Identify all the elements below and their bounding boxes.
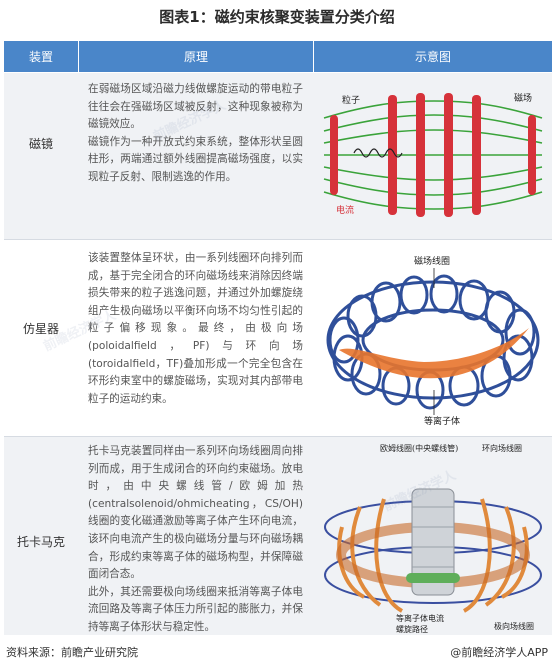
device-name: 仿星器	[22, 322, 59, 336]
table-row-magnetic-mirror: 磁镜 在弱磁场区域沿磁力线做螺旋运动的带电粒子往往会在强磁场区域被反射，这种现象…	[4, 73, 552, 239]
stellarator-coils	[326, 274, 540, 410]
header-diagram: 示意图	[314, 41, 552, 72]
brand-note: @前瞻经济学人APP	[450, 646, 548, 659]
tokamak-diagram: 欧姆线圈(中央螺线管) 环向场线圈 等离子体电流 螺旋路径 极向场线圈	[314, 437, 552, 635]
field-lines	[323, 100, 543, 210]
label-particle: 粒子	[342, 94, 360, 106]
label-plasma-current: 等离子体电流	[396, 613, 444, 623]
label-tf: 环向场线圈	[482, 443, 522, 453]
header-device: 装置	[4, 41, 78, 72]
label-pf: 极向场线圈	[494, 621, 534, 631]
device-name: 磁镜	[28, 137, 53, 151]
mirror-diagram: 粒子 磁场 电流	[314, 73, 552, 239]
table-row-tokamak: 托卡马克 托卡马克装置同样由一系列环向场线圈周向排列而成，用于生成闭合的环向约束…	[4, 437, 552, 635]
plasma-band	[339, 328, 529, 379]
central-solenoid	[411, 488, 455, 596]
header-principle: 原理	[79, 41, 313, 72]
label-coils: 磁场线圈	[414, 255, 450, 267]
label-path: 螺旋路径	[396, 624, 428, 634]
device-description: 托卡马克装置同样由一系列环向场线圈周向排列而成，用于生成闭合的环向约束磁场。放电…	[88, 445, 303, 633]
label-plasma: 等离子体	[424, 415, 460, 427]
label-cs: 欧姆线圈(中央螺线管)	[380, 443, 458, 453]
device-table: 装置 原理 示意图 磁镜 在弱磁场区域沿磁力线做螺旋运动的带电粒子往往会在强磁场…	[4, 41, 552, 635]
label-current: 电流	[336, 204, 354, 216]
plasma-current-band	[406, 573, 460, 583]
stellarator-diagram: 磁场线圈 等离子体	[314, 240, 552, 436]
device-description: 在弱磁场区域沿磁力线做螺旋运动的带电粒子往往会在强磁场区域被反射，这种现象被称为…	[88, 83, 303, 183]
source-note: 资料来源：前瞻产业研究院	[6, 646, 138, 659]
device-description: 该装置整体呈环状，由一系列线圈环向排列而成，基于完全闭合的环向磁场线来消除因终端…	[88, 252, 303, 405]
page-title: 图表1：磁约束核聚变装置分类介绍	[159, 8, 395, 26]
end-coils	[330, 115, 536, 195]
particle-path	[353, 148, 403, 158]
device-name: 托卡马克	[16, 535, 65, 549]
center-coils	[388, 93, 481, 217]
row-divider	[4, 436, 552, 437]
table-row-stellarator: 仿星器 该装置整体呈环状，由一系列线圈环向排列而成，基于完全闭合的环向磁场线来消…	[4, 240, 552, 436]
label-field: 磁场	[514, 92, 532, 104]
row-divider	[4, 239, 552, 240]
